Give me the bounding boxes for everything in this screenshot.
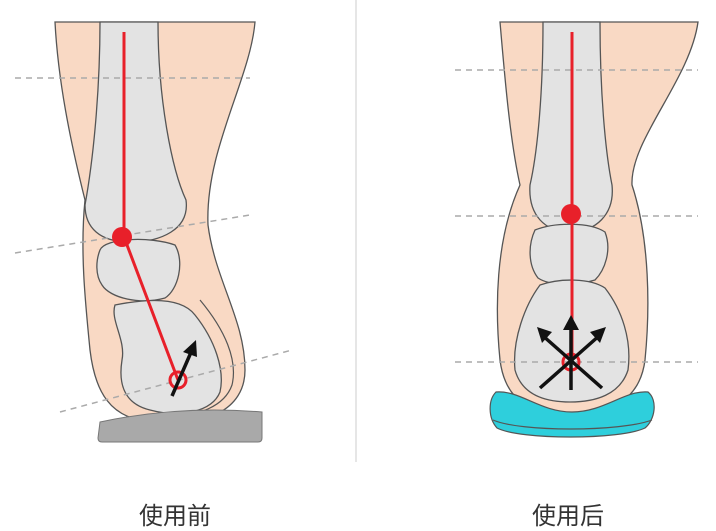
- arrowhead-icon: [563, 315, 579, 330]
- heel-point-marker: [168, 370, 188, 390]
- foot-before: [14, 21, 293, 443]
- reference-line: [14, 214, 251, 254]
- force-arrow-icon: [170, 349, 194, 397]
- calcaneus-before: [113, 299, 222, 415]
- foot-after: [455, 21, 699, 438]
- flat-insole-before: [97, 409, 263, 443]
- talus-after: [529, 223, 609, 285]
- label-before: 使用前: [139, 502, 211, 530]
- ankle-joint-marker: [112, 227, 132, 247]
- talus-before: [96, 238, 181, 302]
- dispersed-force-arrows-icon: [538, 325, 604, 390]
- arrowhead-icon: [537, 327, 552, 343]
- reference-line: [59, 349, 293, 413]
- ankle-joint-marker: [561, 204, 581, 224]
- arrowhead-icon: [590, 327, 606, 343]
- supportive-insole-after: [489, 391, 655, 438]
- insole-edge: [492, 419, 653, 430]
- label-after: 使用后: [532, 502, 604, 530]
- arrowhead-icon: [183, 340, 197, 357]
